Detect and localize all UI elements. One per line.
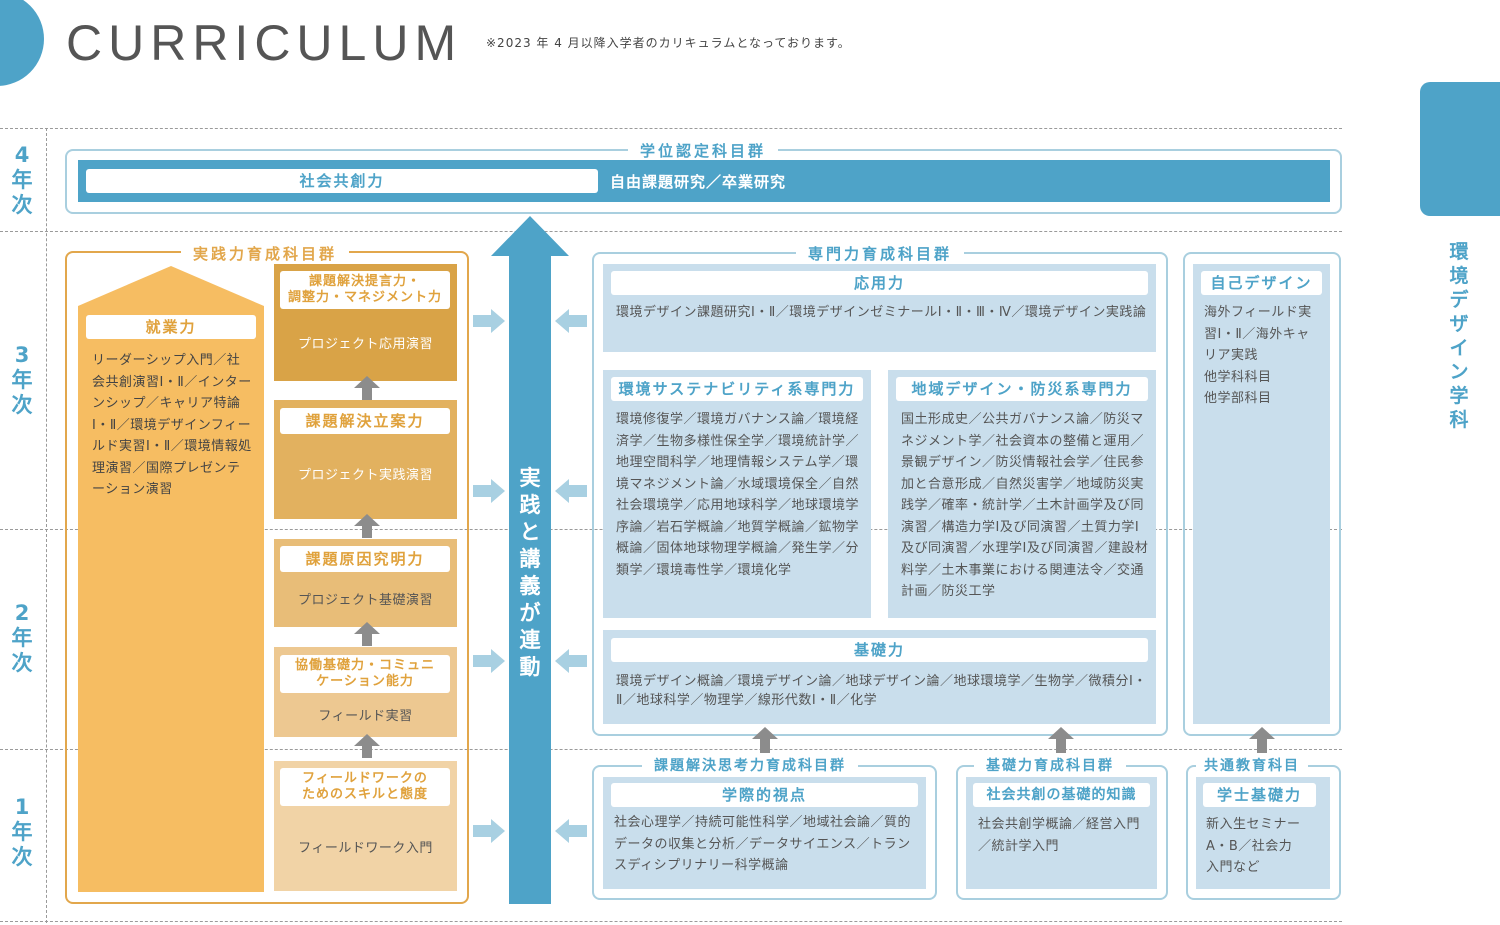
thinking-group-title: 課題解決思考力育成科目群 — [642, 755, 858, 775]
common-group-title: 共通教育科目 — [1196, 755, 1308, 775]
step-planning-text: プロジェクト実践演習 — [297, 468, 433, 483]
year-4-label: 4 年 次 — [11, 143, 33, 217]
self-design-label: 自己デザイン — [1201, 271, 1322, 295]
foundation-text: 社会共創学概論／経営入門／統計学入門 — [978, 817, 1141, 854]
step-fieldwork-text: フィールドワーク入門 — [298, 841, 433, 856]
link-arrow-left-2 — [555, 479, 587, 503]
link-arrow-left-4 — [555, 819, 587, 843]
specialist-group-title: 専門力育成科目群 — [796, 243, 965, 264]
foundation-group-title: 基礎力育成科目群 — [974, 755, 1126, 775]
center-arrow-label: 実践と講義が連動 — [519, 466, 541, 679]
year-line-bottom — [0, 921, 1342, 922]
thinking-label: 学際的視点 — [611, 783, 918, 807]
sustainability-label: 環境サステナビリティ系専門力 — [611, 377, 863, 401]
year-line-4-3 — [0, 231, 1342, 232]
year-2-label: 2 年 次 — [11, 601, 33, 675]
link-arrow-right-4 — [473, 819, 505, 843]
logo-circle — [0, 0, 44, 86]
up-arrow-common — [1249, 727, 1275, 753]
common-label: 学士基礎力 — [1203, 783, 1316, 807]
sustainability-text: 環境修復学／環境ガバナンス論／環境経済学／生物多様性保全学／環境統計学／地理空間… — [616, 412, 860, 578]
step-advanced-label: 課題解決提言力・ 調整力・マネジメント力 — [280, 271, 450, 309]
up-arrow-thinking — [752, 727, 778, 753]
step-collab-label: 協働基礎力・コミュニ ケーション能力 — [280, 655, 450, 693]
foundation-label: 社会共創の基礎的知識 — [973, 783, 1150, 807]
applied-label: 応用力 — [611, 271, 1148, 295]
sustainability-box — [603, 370, 871, 618]
applied-text: 環境デザイン課題研究Ⅰ・Ⅱ／環境デザインゼミナールⅠ・Ⅱ・Ⅲ・Ⅳ／環境デザイン実… — [616, 305, 1147, 320]
header-note: ※2023 年 4 月以降入学者のカリキュラムとなっております。 — [486, 36, 851, 50]
practice-group-title: 実践力育成科目群 — [181, 243, 350, 264]
employability-arrow — [78, 266, 264, 892]
regional-box — [888, 370, 1156, 618]
step-up-arrow-2 — [354, 514, 380, 538]
degree-group-title: 学位認定科目群 — [628, 140, 779, 161]
year-column-divider — [46, 128, 47, 923]
page-title: CURRICULUM — [66, 15, 463, 71]
step-up-arrow-1 — [354, 376, 380, 400]
step-cause-label: 課題原因究明力 — [280, 546, 450, 572]
link-arrow-right-2 — [473, 479, 505, 503]
link-arrow-left-3 — [555, 649, 587, 673]
year-line-top — [0, 128, 1342, 129]
step-planning-label: 課題解決立案力 — [280, 408, 450, 434]
department-tab[interactable] — [1420, 82, 1500, 216]
up-arrow-foundation — [1048, 727, 1074, 753]
regional-text: 国土形成史／公共ガバナンス論／防災マネジメント学／社会資本の整備と運用／景観デザ… — [901, 412, 1149, 599]
step-fieldwork-label: フィールドワークの ためのスキルと態度 — [280, 768, 450, 806]
self-design-box — [1193, 264, 1330, 724]
step-up-arrow-4 — [354, 734, 380, 758]
degree-left-label: 社会共創力 — [86, 169, 598, 193]
step-cause-text: プロジェクト基礎演習 — [297, 593, 433, 608]
thinking-text: 社会心理学／持続可能性科学／地域社会論／質的データの収集と分析／データサイエンス… — [614, 815, 912, 873]
center-up-arrow — [491, 216, 569, 904]
step-collab-text: フィールド実習 — [318, 709, 413, 724]
degree-right-label: 自由課題研究／卒業研究 — [610, 173, 787, 191]
year-line-2-1 — [0, 749, 1342, 750]
employability-text: リーダーシップ入門／社会共創演習Ⅰ・Ⅱ／インターンシップ／キャリア特論Ⅰ・Ⅱ／環… — [92, 353, 252, 497]
year-1-label: 1 年 次 — [11, 795, 33, 869]
self-design-text: 海外フィールド実習Ⅰ・Ⅱ／海外キャリア実践 他学科科目 他学部科目 — [1204, 305, 1312, 406]
step-advanced-text: プロジェクト応用演習 — [297, 337, 433, 352]
common-text: 新入生セミナー A・B／社会力 入門など — [1206, 817, 1301, 875]
regional-label: 地域デザイン・防災系専門力 — [896, 377, 1148, 401]
step-up-arrow-3 — [354, 622, 380, 646]
year-3-label: 3 年 次 — [11, 343, 33, 417]
basic-text: 環境デザイン概論／環境デザイン論／地球デザイン論／地球環境学／生物学／微積分Ⅰ・… — [616, 674, 1147, 708]
link-arrow-left-1 — [555, 309, 587, 333]
link-arrow-right-3 — [473, 649, 505, 673]
department-name: 環境デザイン学科 — [1449, 241, 1469, 431]
employability-label: 就業力 — [86, 315, 256, 339]
basic-label: 基礎力 — [611, 638, 1148, 662]
link-arrow-right-1 — [473, 309, 505, 333]
